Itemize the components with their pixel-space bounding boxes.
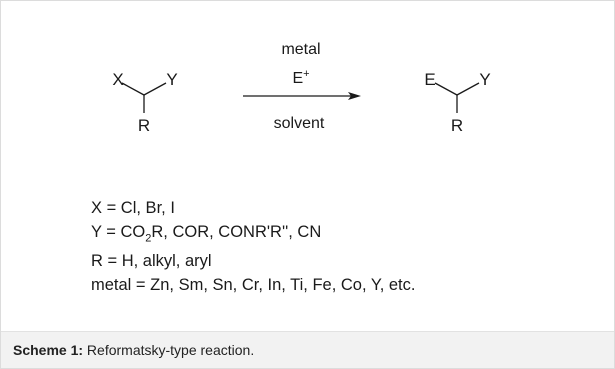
bond-e-c: [434, 82, 458, 96]
product-e-label: E: [424, 70, 435, 89]
caption-label: Scheme 1:: [13, 342, 84, 358]
reaction-arrow: metal E+ solvent: [243, 41, 361, 132]
definition-y: Y = CO2R, COR, CONR'R'', CN: [91, 222, 322, 244]
reaction-scheme: X Y R metal E+ solvent E Y R: [1, 1, 614, 331]
bond-x-c: [121, 82, 145, 96]
definition-x: X = Cl, Br, I: [91, 199, 175, 217]
bond-c-y-product: [456, 82, 480, 96]
reactant-r-label: R: [138, 116, 150, 135]
arrow-head: [348, 92, 361, 100]
reactant-y-label: Y: [166, 70, 177, 89]
substituent-definitions: X = Cl, Br, I Y = CO2R, COR, CONR'R'', C…: [91, 197, 415, 297]
caption-text: Reformatsky-type reaction.: [83, 342, 255, 358]
product-r-label: R: [451, 116, 463, 135]
reactant-x-label: X: [112, 70, 123, 89]
definition-r: R = H, alkyl, aryl: [91, 252, 212, 271]
bond-c-y: [143, 82, 167, 96]
reactant-structure: X Y R: [112, 70, 177, 135]
condition-electrophile: E+: [292, 68, 309, 87]
figure-caption: Scheme 1: Reformatsky-type reaction.: [1, 331, 614, 368]
product-y-label: Y: [479, 70, 490, 89]
condition-solvent: solvent: [274, 115, 325, 132]
product-structure: E Y R: [424, 70, 490, 135]
definition-metal: metal = Zn, Sm, Sn, Cr, In, Ti, Fe, Co, …: [91, 275, 416, 294]
condition-metal: metal: [281, 41, 320, 58]
reaction-scheme-drawing: X Y R metal E+ solvent E Y R: [112, 41, 490, 135]
